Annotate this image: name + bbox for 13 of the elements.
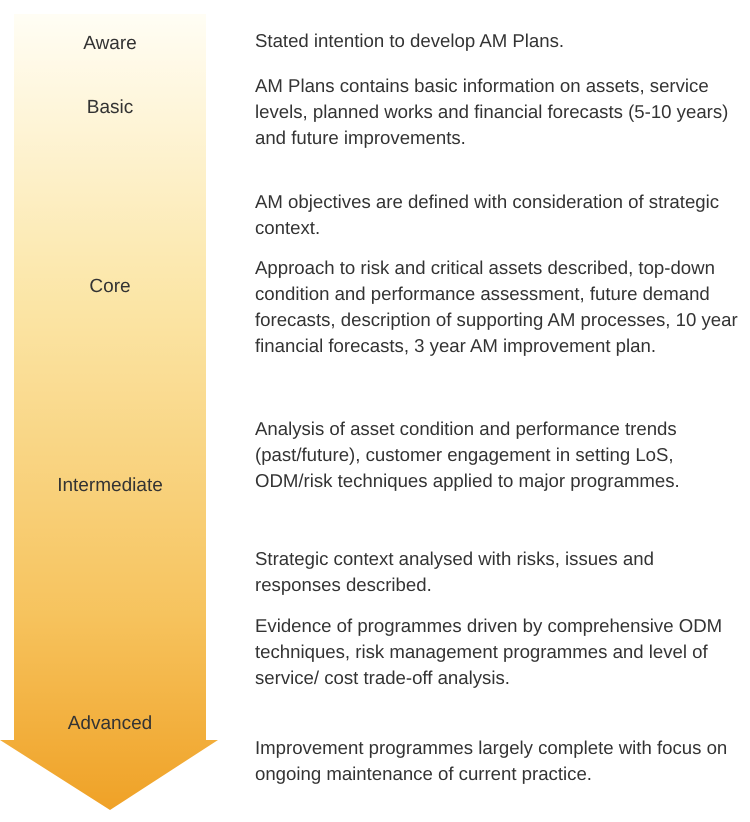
level-label: Intermediate	[56, 475, 164, 497]
level-label: Advanced	[66, 713, 154, 735]
level-label: Aware	[82, 33, 138, 55]
description-text: Approach to risk and critical assets described, top-down condition and performance assessment, future demand forecasts, description of supporting AM processes, 10 year financial forecasts, 3 year AM improvement plan.	[255, 256, 739, 358]
level-label: Basic	[86, 97, 134, 119]
description-text: Improvement programmes largely complete with focus on ongoing maintenance of current practice.	[255, 736, 728, 786]
description-text: AM Plans contains basic information on assets, service levels, planned works and financial forecasts (5-10 years) and future improvements.	[255, 74, 730, 150]
description-text: Analysis of asset condition and performance trends (past/future), customer engagement in setting LoS, ODM/risk techniques applied to major programmes.	[255, 417, 681, 493]
level-label: Core	[88, 276, 132, 298]
description-text: Strategic context analysed with risks, issues and responses described.	[255, 547, 655, 597]
description-text: AM objectives are defined with consideration of strategic context.	[255, 190, 720, 240]
description-text: Stated intention to develop AM Plans.	[255, 29, 566, 53]
description-text: Evidence of programmes driven by comprehensive ODM techniques, risk management programmes and level of service/ cost trade-off analysis.	[255, 614, 724, 690]
